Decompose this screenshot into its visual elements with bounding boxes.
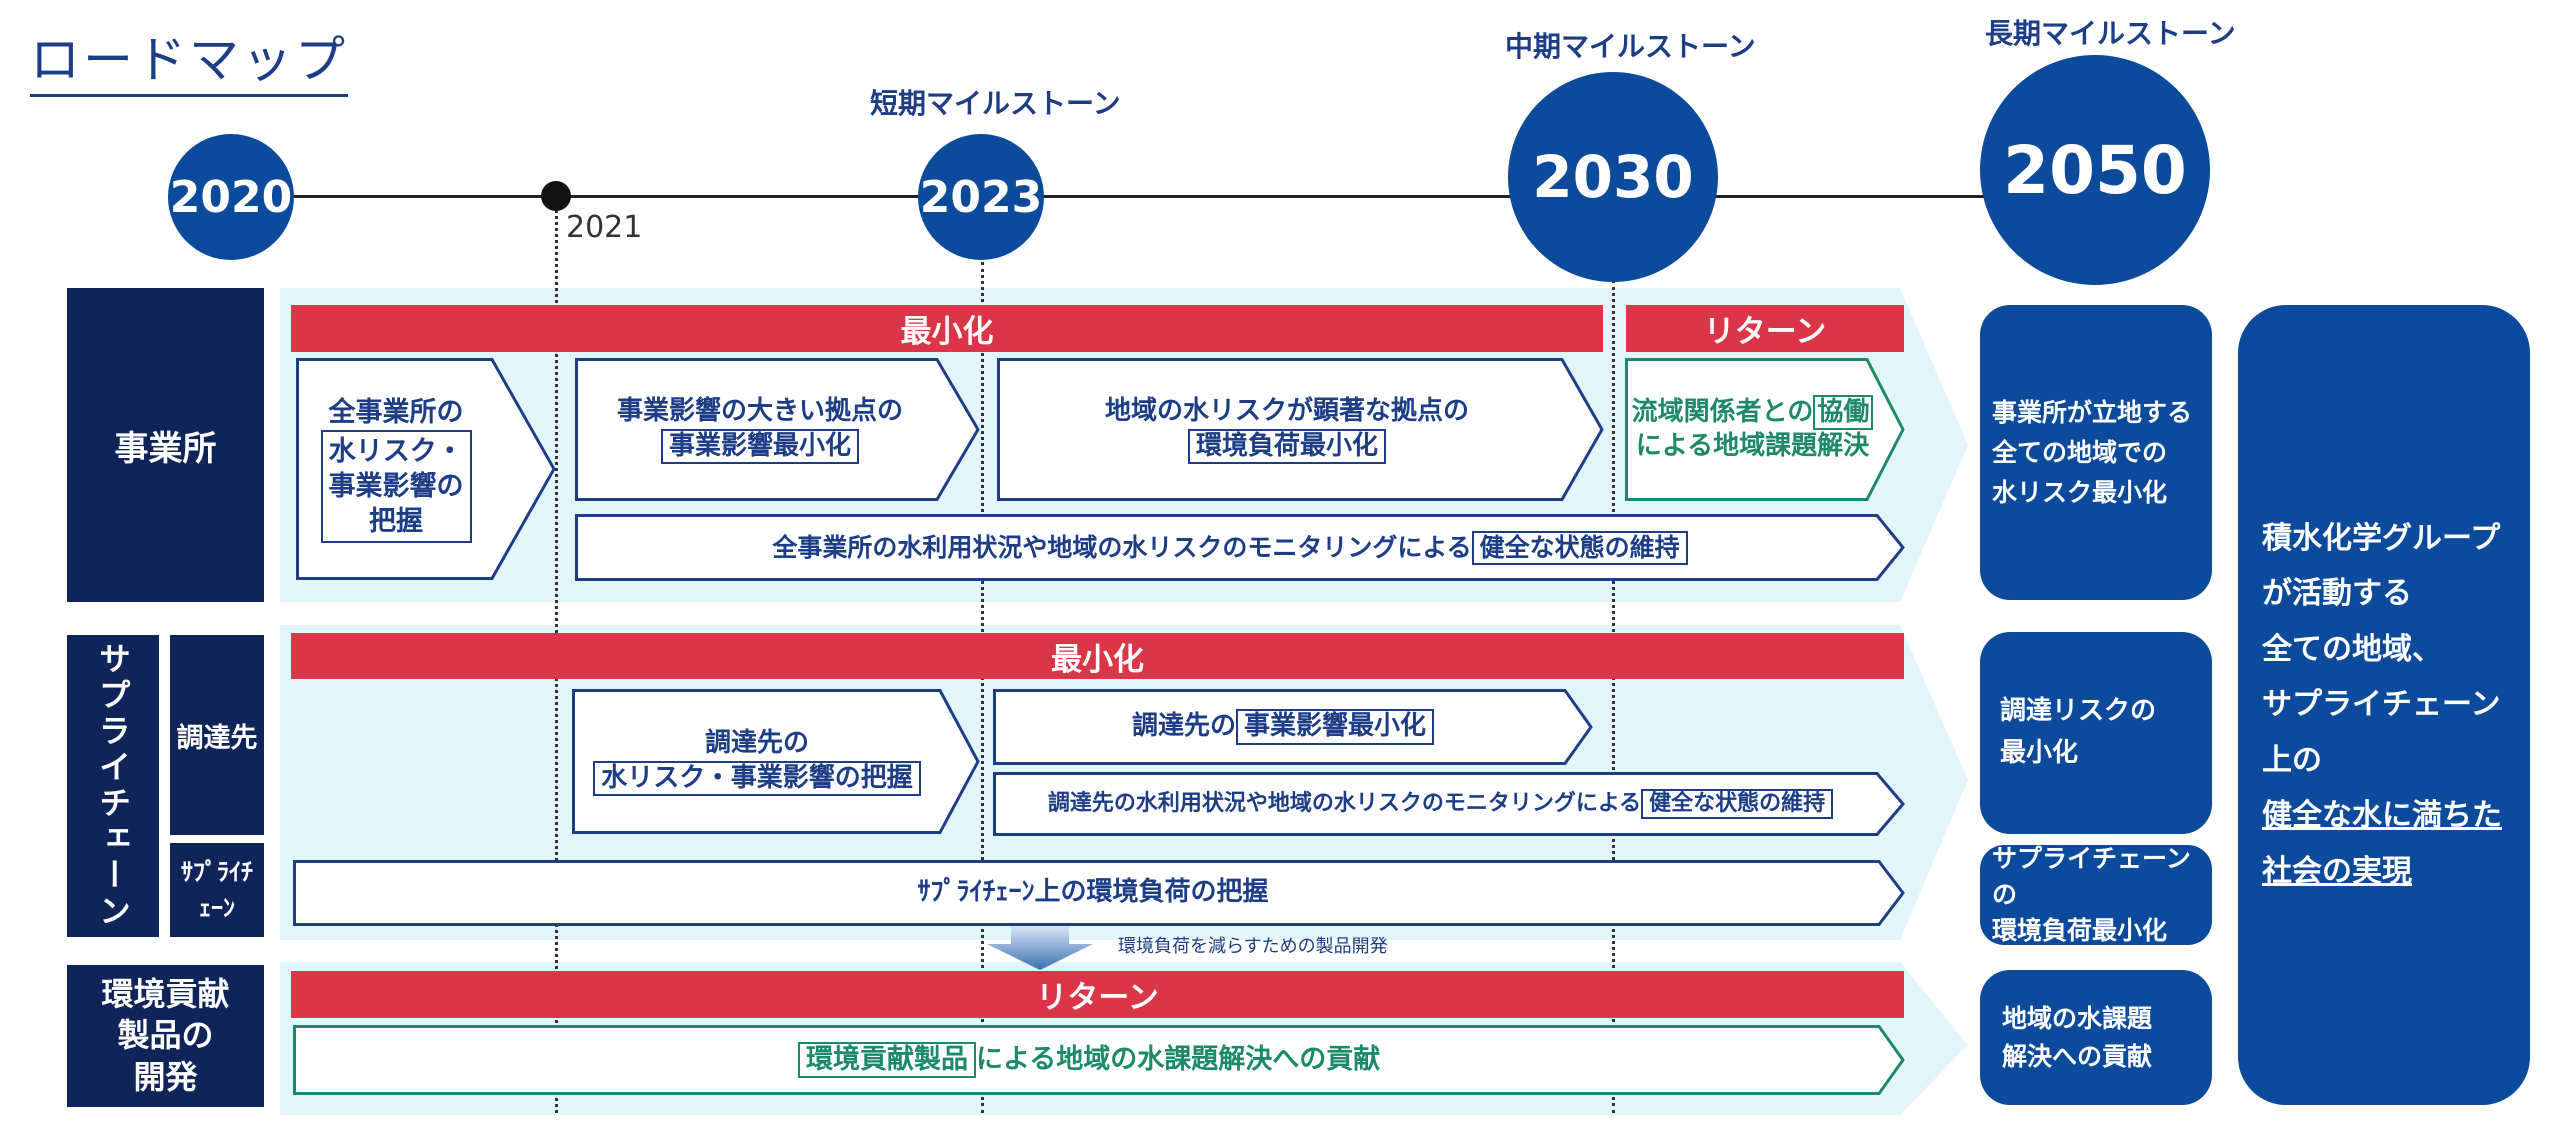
- outcome-products: 地域の水課題 解決への貢献: [1980, 970, 2212, 1105]
- year-circle-2030: 2030: [1508, 72, 1718, 282]
- supplier-step2-pre: 調達先の: [1131, 711, 1236, 742]
- bar-office-minimize: 最小化: [291, 305, 1603, 352]
- supply-chain-load-text: ｻﾌﾟﾗｲﾁｪｰﾝ上の環境負荷の把握: [917, 877, 1269, 908]
- bar-supply-minimize: 最小化: [291, 633, 1904, 679]
- outcome-office-line3: 水リスク最小化: [1992, 477, 2168, 507]
- category-products: 環境貢献 製品の 開発: [67, 965, 264, 1107]
- products-text: による地域の水課題解決への貢献: [976, 1043, 1381, 1075]
- office-step-assess-line1: 全事業所の: [328, 396, 464, 428]
- outcome-suppliers-line2: 最小化: [2000, 738, 2079, 768]
- milestone-label-mid: 中期マイルストーン: [1505, 30, 1756, 63]
- year-dot-2021: [541, 181, 571, 211]
- office-step-assess: 全事業所の 水リスク・ 事業影響の 把握: [296, 358, 556, 580]
- outcome-supply-chain-line1: サプライチェーンの: [1992, 843, 2191, 909]
- year-circle-2023: 2023: [918, 134, 1044, 260]
- supplier-step1-line1: 調達先の: [704, 728, 809, 759]
- milestone-label-long: 長期マイルストーン: [1985, 17, 2236, 50]
- down-arrow-icon: [987, 926, 1093, 970]
- outcome-supply-chain: サプライチェーンの 環境負荷最小化: [1980, 844, 2212, 945]
- category-supply-chain: サプライチェーン: [67, 635, 159, 937]
- final-goal-line1: 積水化学グループ: [2262, 520, 2501, 556]
- office-step4-pre: 流域関係者との: [1631, 397, 1814, 428]
- office-step-minimize-load: 地域の水リスクが顕著な拠点の 環境負荷最小化: [997, 358, 1604, 501]
- final-goal-line4: サプライチェーン上の: [2262, 687, 2501, 778]
- office-monitoring-highlight: 健全な状態の維持: [1471, 530, 1688, 565]
- supplier-step-minimize: 調達先の事業影響最小化: [993, 689, 1593, 765]
- final-goal-line2: が活動する: [2262, 576, 2412, 612]
- outcome-office-line1: 事業所が立地する: [1992, 397, 2193, 427]
- supplier-step-assess: 調達先の 水リスク・事業影響の把握: [572, 689, 980, 834]
- office-monitoring-text: 全事業所の水利用状況や地域の水リスクのモニタリングによる: [772, 532, 1472, 562]
- outcome-suppliers: 調達リスクの 最小化: [1980, 632, 2212, 834]
- office-step2-highlight: 事業影響最小化: [660, 428, 859, 464]
- products-highlight: 環境貢献製品: [798, 1041, 976, 1079]
- page-title: ロードマップ: [30, 20, 348, 97]
- office-step-minimize-impact: 事業影響の大きい拠点の 事業影響最小化: [575, 358, 980, 501]
- office-step-collaboration: 流域関係者との協働 による地域課題解決: [1625, 358, 1905, 501]
- category-supply-chain-sub: ｻﾌﾟﾗｲﾁｪｰﾝ: [170, 843, 264, 937]
- supplier-monitoring-text: 調達先の水利用状況や地域の水リスクのモニタリングによる: [1047, 790, 1642, 816]
- bar-office-return: リターン: [1626, 305, 1904, 352]
- office-step-assess-box: 水リスク・ 事業影響の 把握: [320, 429, 472, 544]
- office-step4-highlight: 協働: [1813, 395, 1874, 431]
- office-step3-highlight: 環境負荷最小化: [1187, 428, 1386, 464]
- outcome-office-line2: 全ての地域での: [1992, 437, 2168, 467]
- bar-products-return: リターン: [291, 971, 1904, 1018]
- category-products-line3: 開発: [133, 1057, 198, 1096]
- office-step2-line1: 事業影響の大きい拠点の: [616, 396, 903, 427]
- outcome-suppliers-line1: 調達リスクの: [2000, 696, 2157, 727]
- office-step3-line1: 地域の水リスクが顕著な拠点の: [1104, 396, 1469, 427]
- outcome-products-line1: 地域の水課題: [2002, 1004, 2153, 1033]
- milestone-label-short: 短期マイルストーン: [870, 87, 1121, 120]
- office-step-assess-line3: 事業影響の: [328, 471, 464, 502]
- final-goal: 積水化学グループ が活動する 全ての地域、 サプライチェーン上の 健全な水に満ち…: [2238, 305, 2530, 1105]
- year-circle-2050: 2050: [1980, 55, 2210, 285]
- product-dev-note: 環境負荷を減らすための製品開発: [1118, 936, 1388, 957]
- products-contribution: 環境貢献製品による地域の水課題解決への貢献: [293, 1025, 1905, 1095]
- category-products-line2: 製品の: [117, 1016, 214, 1055]
- supplier-step1-highlight: 水リスク・事業影響の把握: [593, 760, 921, 796]
- supplier-monitoring-highlight: 健全な状態の維持: [1641, 788, 1834, 820]
- office-step4-line1: 流域関係者との協働: [1631, 395, 1874, 431]
- office-monitoring: 全事業所の水利用状況や地域の水リスクのモニタリングによる健全な状態の維持: [575, 514, 1905, 581]
- office-step-assess-line2: 水リスク・: [328, 435, 464, 467]
- office-step-assess-line4: 把握: [369, 506, 423, 538]
- category-suppliers: 調達先: [170, 635, 264, 835]
- final-goal-line6: 社会の実現: [2262, 853, 2412, 889]
- category-office: 事業所: [67, 288, 264, 602]
- vline-2030: [1612, 280, 1615, 1113]
- supplier-monitoring: 調達先の水利用状況や地域の水リスクのモニタリングによる健全な状態の維持: [993, 772, 1905, 836]
- timeline-line: [240, 195, 1990, 198]
- outcome-office: 事業所が立地する 全ての地域での 水リスク最小化: [1980, 305, 2212, 600]
- year-label-2021: 2021: [566, 210, 643, 245]
- outcome-products-line2: 解決への貢献: [2002, 1041, 2153, 1071]
- office-step4-line2: による地域課題解決: [1635, 431, 1870, 462]
- vline-2023: [981, 262, 984, 1113]
- year-circle-2020: 2020: [168, 134, 294, 260]
- outcome-supply-chain-line2: 環境負荷最小化: [1992, 916, 2168, 946]
- supply-chain-load: ｻﾌﾟﾗｲﾁｪｰﾝ上の環境負荷の把握: [293, 860, 1905, 926]
- supplier-step2-highlight: 事業影響最小化: [1236, 709, 1435, 745]
- final-goal-line5: 健全な水に満ちた: [2262, 798, 2502, 834]
- final-goal-line3: 全ての地域、: [2262, 631, 2442, 667]
- category-products-line1: 環境貢献: [101, 974, 230, 1013]
